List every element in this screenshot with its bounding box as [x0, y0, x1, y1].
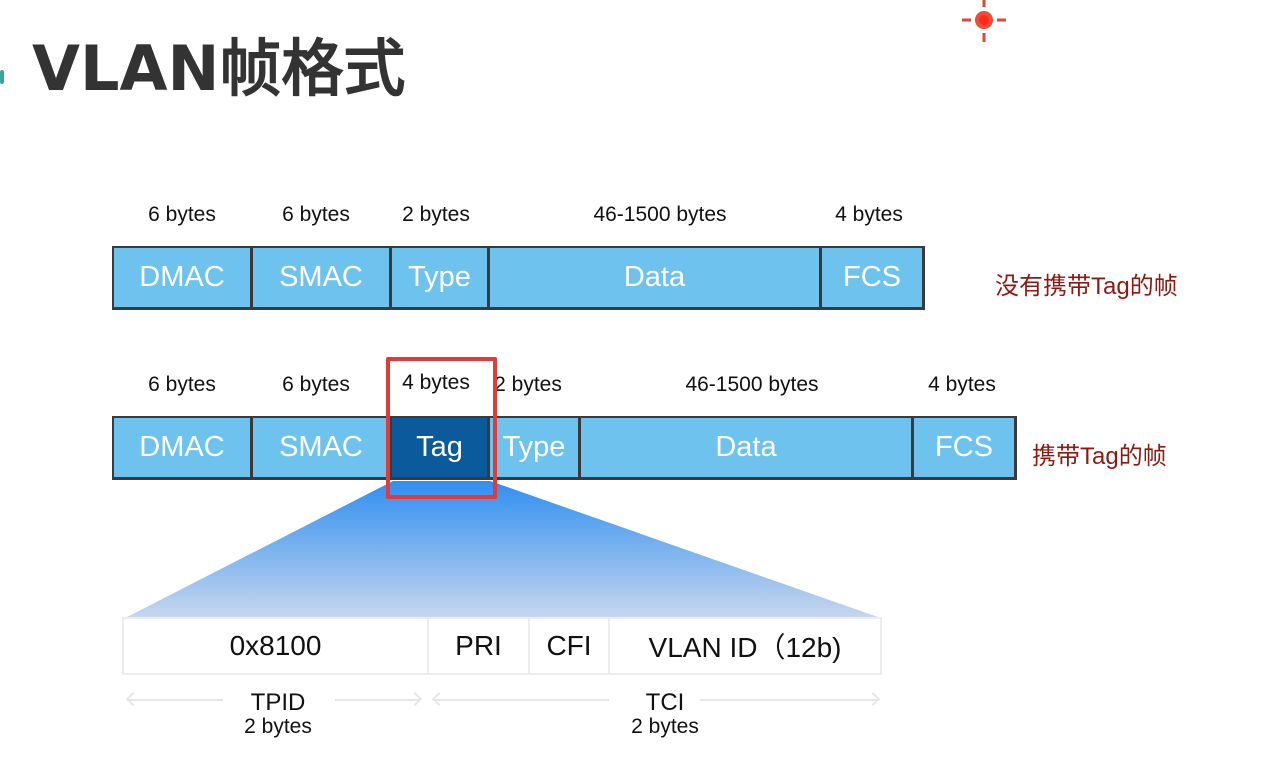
tagged-frame-label: 携带Tag的帧 [1032, 443, 1167, 470]
group-bytes: 2 bytes [244, 715, 312, 739]
byte-size-label: 4 bytes [928, 373, 996, 396]
byte-size-label: 6 bytes [148, 373, 216, 396]
tag-detail-row: 0x8100 PRI CFI VLAN ID（12b) [122, 617, 882, 675]
slide-edge-mark [0, 70, 4, 84]
page-title: VLAN帧格式 [32, 32, 406, 105]
tpid-label: TPID 2 bytes [244, 690, 312, 739]
byte-size-label: 2 bytes [402, 203, 470, 226]
vlan-id-field: VLAN ID（12b) [648, 632, 842, 663]
byte-size-label: 46-1500 bytes [593, 203, 727, 226]
pri-field: PRI [429, 619, 530, 673]
byte-size-label: 2 bytes [494, 373, 562, 396]
byte-size-label: 6 bytes [148, 203, 216, 226]
untagged-frame-label: 没有携带Tag的帧 [995, 273, 1178, 300]
byte-size-label: 46-1500 bytes [685, 373, 819, 396]
byte-size-label: 6 bytes [282, 203, 350, 226]
byte-size-label: 4 bytes [402, 371, 470, 394]
byte-size-label: 4 bytes [835, 203, 903, 226]
span-line [335, 699, 420, 701]
byte-size-label: 6 bytes [282, 373, 350, 396]
tag-highlight-box [386, 357, 497, 499]
group-bytes: 2 bytes [631, 715, 699, 739]
group-name: TCI [645, 689, 685, 716]
laser-pointer-icon [962, 0, 1006, 42]
tci-label: TCI 2 bytes [631, 690, 699, 739]
span-line [434, 699, 609, 701]
cfi-field: CFI [530, 619, 610, 673]
group-name: TPID [250, 689, 306, 716]
span-line [700, 699, 878, 701]
span-line [128, 699, 223, 701]
tpid-field: 0x8100 [124, 619, 429, 673]
